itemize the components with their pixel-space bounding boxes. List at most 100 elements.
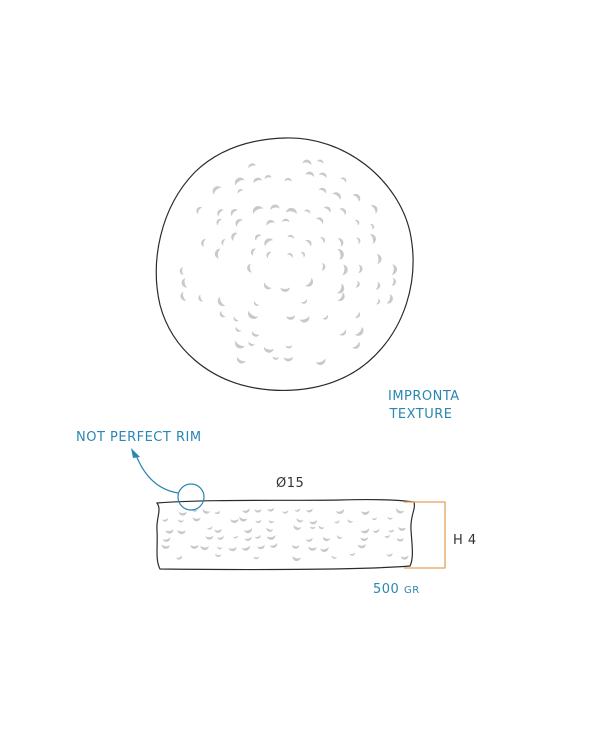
weight-unit: GR	[403, 585, 420, 596]
texture-dimple	[178, 511, 187, 516]
texture-dimple	[178, 519, 184, 523]
texture-dimple	[285, 345, 293, 349]
texture-dimple	[233, 316, 239, 322]
texture-dimple	[236, 356, 246, 364]
texture-dimple	[266, 534, 276, 540]
texture-dimple	[286, 314, 296, 320]
texture-dimple	[231, 232, 238, 241]
texture-dimple	[309, 519, 317, 525]
texture-dimple	[360, 528, 370, 534]
texture-dimple	[212, 186, 222, 195]
texture-dimple	[308, 546, 317, 551]
texture-dimple	[322, 536, 331, 542]
texture-dimple	[349, 552, 355, 556]
texture-dimple	[230, 208, 238, 217]
texture-dimple	[266, 219, 275, 226]
weight-label: 500 GR	[373, 582, 420, 597]
texture-dimple	[370, 205, 378, 214]
texture-dimple	[306, 508, 313, 513]
texture-dimple	[387, 516, 393, 520]
texture-dimple	[255, 519, 262, 524]
texture-dimple	[321, 263, 326, 271]
texture-dimple	[253, 301, 260, 306]
texture-dimple	[201, 239, 207, 247]
texture-dimple	[205, 535, 214, 540]
texture-dimple	[263, 282, 272, 290]
texture-dimple	[292, 544, 300, 549]
texture-dimple	[369, 223, 374, 230]
texture-dimple	[283, 356, 293, 362]
texture-dimple	[396, 538, 404, 542]
texture-dimple	[162, 517, 168, 522]
texture-label: IMPRONTA TEXTURE	[388, 388, 459, 424]
texture-dimple	[372, 528, 380, 533]
texture-dimple	[337, 292, 345, 301]
texture-dimple	[339, 208, 347, 216]
texture-dimple	[242, 508, 250, 513]
texture-dimple	[219, 310, 226, 318]
texture-dimple	[332, 192, 341, 200]
texture-dimple	[217, 546, 223, 550]
texture-dimple	[198, 294, 204, 302]
texture-dimple	[244, 536, 252, 541]
texture-dimple	[191, 508, 198, 512]
texture-dimple	[266, 527, 274, 532]
texture-dimple	[337, 238, 344, 247]
rim-callout-arrow	[135, 454, 179, 494]
texture-dimple	[241, 545, 250, 551]
texture-dimple	[331, 555, 337, 559]
texture-dimple	[257, 544, 265, 550]
texture-dimple	[336, 535, 343, 539]
texture-dimple	[287, 234, 294, 239]
texture-dimple	[398, 526, 406, 531]
texture-dimple	[207, 526, 213, 530]
texture-dimple	[334, 519, 340, 524]
texture-dimple	[396, 508, 405, 514]
texture-dimple	[250, 248, 257, 256]
texture-dimple	[315, 217, 324, 225]
texture-dimple	[354, 219, 360, 226]
texture-dimple	[361, 510, 370, 515]
texture-dimple	[217, 296, 226, 307]
texture-dimple	[375, 281, 381, 290]
texture-dimple	[162, 537, 171, 542]
texture-dimple	[340, 177, 347, 183]
texture-dimple	[322, 314, 329, 320]
texture-dimple	[254, 234, 262, 241]
texture-dimple	[337, 249, 344, 260]
texture-dimple	[269, 542, 278, 548]
texture-dimple	[239, 516, 248, 522]
texture-dimple	[305, 239, 312, 247]
texture-dimple	[264, 346, 274, 353]
texture-dimple	[268, 520, 275, 524]
texture-dimple	[165, 528, 174, 534]
texture-dimple	[267, 507, 275, 512]
texture-dimple	[280, 287, 290, 292]
texture-dimple	[286, 253, 293, 258]
texture-dimple	[190, 544, 199, 549]
texture-dimple	[356, 237, 361, 244]
top-view-outline	[155, 137, 414, 392]
texture-dimple	[305, 171, 315, 178]
texture-dimple	[391, 277, 396, 286]
texture-dimple	[235, 326, 242, 332]
texture-dimple	[358, 264, 363, 274]
texture-dimple	[357, 544, 366, 549]
texture-dimple	[323, 206, 331, 213]
texture-dimple	[304, 209, 311, 214]
texture-dimple	[285, 207, 297, 214]
diameter-label: Ø15	[276, 476, 305, 491]
texture-dimple	[200, 545, 209, 551]
texture-label-line2: TEXTURE	[389, 407, 453, 422]
texture-dimple	[296, 517, 304, 523]
texture-dimple	[180, 291, 187, 301]
texture-dimple	[237, 189, 244, 194]
texture-dimple	[299, 315, 310, 323]
texture-dimple	[369, 234, 376, 244]
texture-dimple	[253, 556, 260, 560]
texture-dimple	[235, 340, 245, 349]
texture-dimple	[354, 311, 361, 318]
arrowhead-icon	[131, 448, 140, 458]
